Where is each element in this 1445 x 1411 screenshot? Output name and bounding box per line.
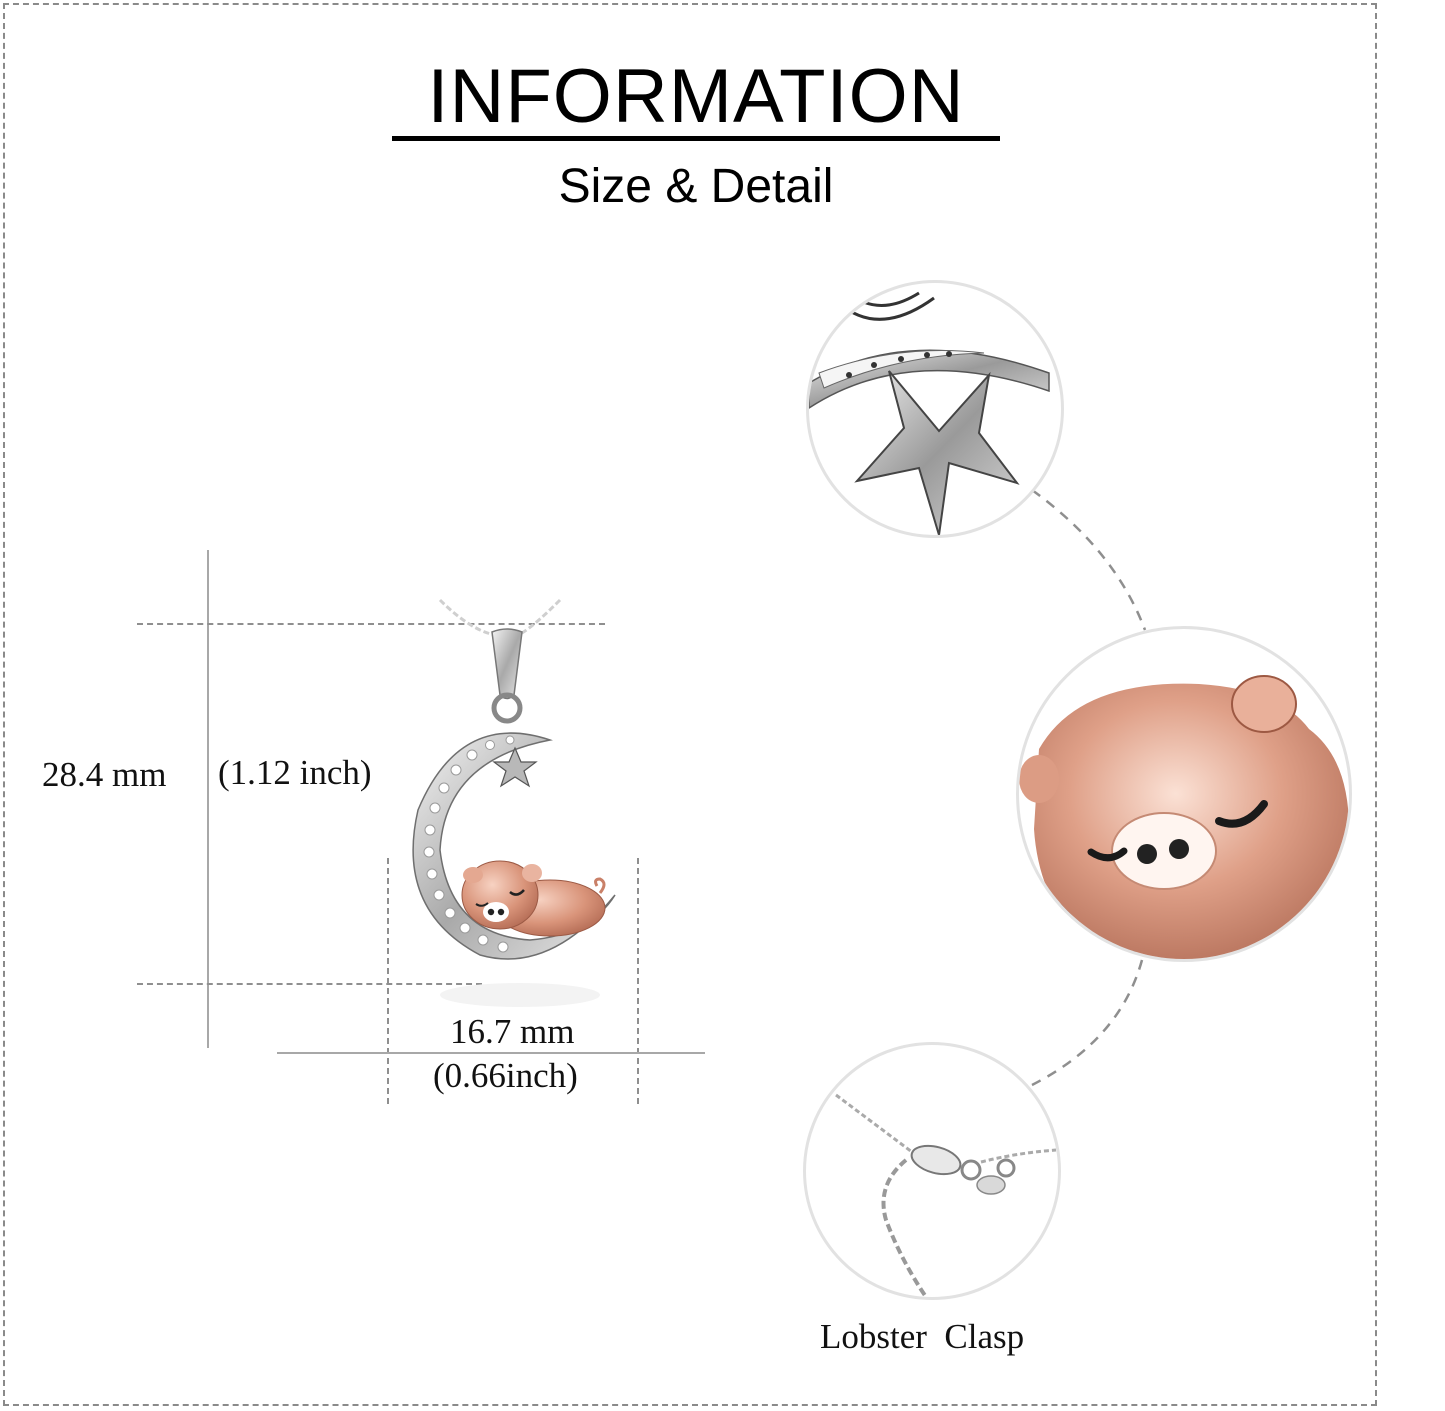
height-mm-label: 28.4 mm [42,755,167,794]
bottom-dashed-guide [137,983,482,985]
height-inch-label: (1.12 inch) [218,753,372,792]
star-detail-circle [806,280,1064,538]
clasp-detail-circle [803,1042,1061,1300]
star-closeup-image [809,291,1050,535]
page-subtitle: Size & Detail [558,160,834,213]
title-underline [392,136,1000,141]
pig-closeup-image [1019,675,1349,959]
pendant-image [400,590,640,1010]
dashed-border-frame [3,3,1377,1406]
page-title: INFORMATION [427,54,965,139]
width-inch-label: (0.66inch) [433,1056,578,1095]
left-width-dashed-guide [387,858,389,1104]
height-guide-line [207,550,209,1048]
width-mm-label: 16.7 mm [450,1012,575,1051]
right-width-dashed-guide [637,858,639,1104]
lobster-clasp-closeup-image [835,1093,1057,1297]
connector-lines [1031,488,1147,1087]
pig-detail-circle [1016,626,1352,962]
lobster-clasp-caption: Lobster Clasp [820,1317,1025,1356]
top-dashed-guide [137,623,605,625]
width-guide-line [277,1052,705,1054]
